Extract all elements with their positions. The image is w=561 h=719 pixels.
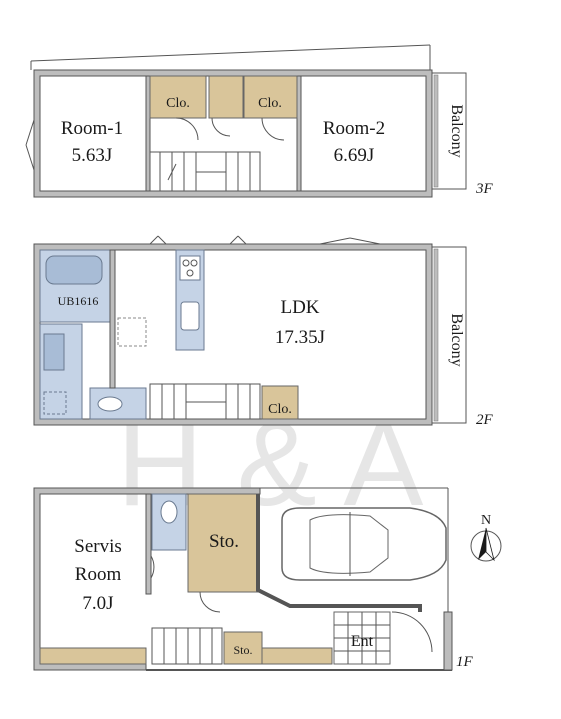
stove xyxy=(179,255,201,281)
floor-2f: LDK 17.35J UB1616 Clo. Balcony 2F xyxy=(33,235,494,428)
floor-label-3f: 3F xyxy=(475,181,494,197)
floor-label-1f: 1F xyxy=(456,654,474,670)
servis-room-size: 7.0J xyxy=(82,593,113,614)
staircase-1f xyxy=(151,627,223,665)
floor-label-2f: 2F xyxy=(476,412,494,428)
compass-north-label: N xyxy=(481,513,491,528)
entrance-label: Ent xyxy=(351,633,374,650)
toilet xyxy=(97,396,123,412)
closet-3f-middle xyxy=(208,75,244,119)
room-2-name: Room-2 xyxy=(323,118,385,139)
storage-small xyxy=(223,631,263,665)
storage-large xyxy=(187,493,259,593)
storage-small-label: Sto. xyxy=(233,643,252,657)
closet-3f-right-label: Clo. xyxy=(258,96,282,111)
closet-3f-right xyxy=(243,75,298,119)
fridge-space xyxy=(117,317,147,347)
closet-3f-left-label: Clo. xyxy=(166,96,190,111)
north-compass-icon xyxy=(470,527,502,562)
room-1-size: 5.63J xyxy=(72,145,113,166)
closet-2f-label: Clo. xyxy=(268,402,292,417)
balcony-2f-label: Balcony xyxy=(448,313,465,366)
floor-1f: N Servis Room 7.0J Sto. Sto. Ent 1F xyxy=(33,487,502,671)
bathtub xyxy=(45,255,103,285)
car-icon xyxy=(281,507,447,581)
room-2-size: 6.69J xyxy=(334,145,375,166)
wash-basin xyxy=(43,333,65,371)
entrance-floor xyxy=(333,611,391,665)
servis-room-line1: Servis xyxy=(74,536,122,557)
room-1-name: Room-1 xyxy=(61,118,123,139)
staircase-2f xyxy=(149,383,261,420)
ldk-size: 17.35J xyxy=(275,327,325,348)
servis-storage-strip xyxy=(39,647,147,665)
floor-3f: Room-1 5.63J Room-2 6.69J Clo. Clo. Balc… xyxy=(25,44,494,198)
door-swing xyxy=(175,117,199,141)
closet-2f xyxy=(261,385,299,420)
storage-large-label: Sto. xyxy=(209,531,239,552)
entrance-door-swing xyxy=(391,611,433,653)
staircase-3f xyxy=(149,151,261,192)
balcony-3f-label: Balcony xyxy=(448,104,465,157)
toilet-1f xyxy=(160,500,178,524)
ldk-name: LDK xyxy=(280,297,319,318)
servis-room-line2: Room xyxy=(75,564,122,585)
sink xyxy=(180,301,200,331)
roof-line xyxy=(30,44,431,62)
bath-label: UB1616 xyxy=(58,294,99,308)
